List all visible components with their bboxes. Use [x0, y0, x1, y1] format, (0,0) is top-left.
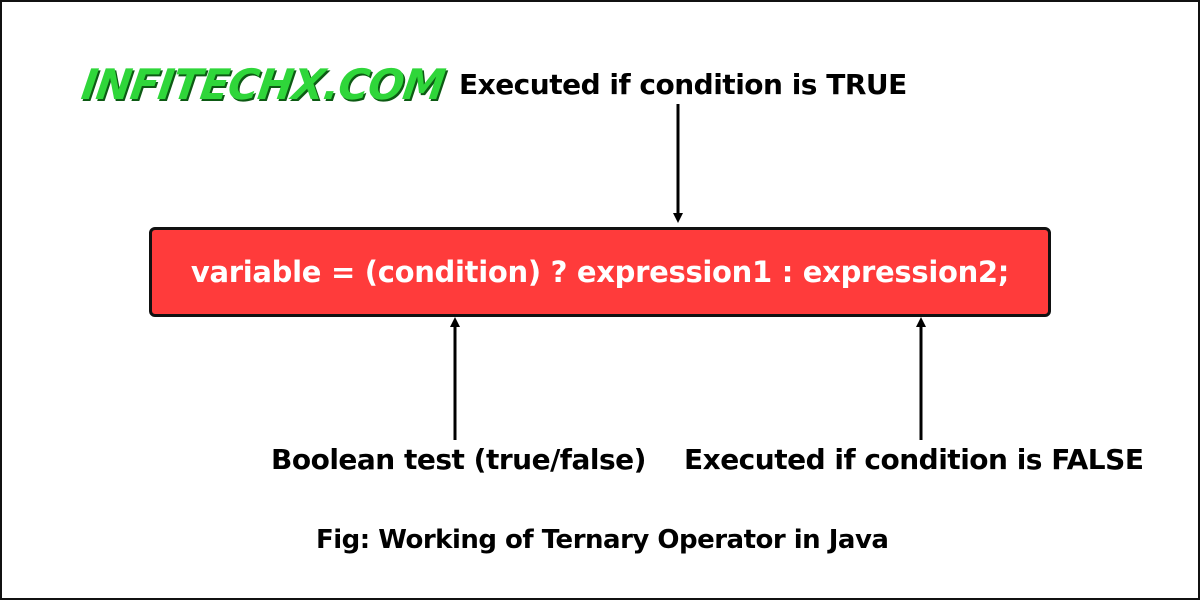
true-branch-label: Executed if condition is TRUE — [459, 68, 907, 101]
ternary-expression-box: variable = (condition) ? expression1 : e… — [149, 227, 1051, 317]
ternary-expression-text: variable = (condition) ? expression1 : e… — [190, 255, 1010, 289]
false-branch-label: Executed if condition is FALSE — [684, 443, 1144, 476]
condition-label: Boolean test (true/false) — [271, 443, 646, 476]
site-logo: INFITECHX.COM — [78, 60, 448, 109]
figure-caption: Fig: Working of Ternary Operator in Java — [316, 525, 889, 555]
